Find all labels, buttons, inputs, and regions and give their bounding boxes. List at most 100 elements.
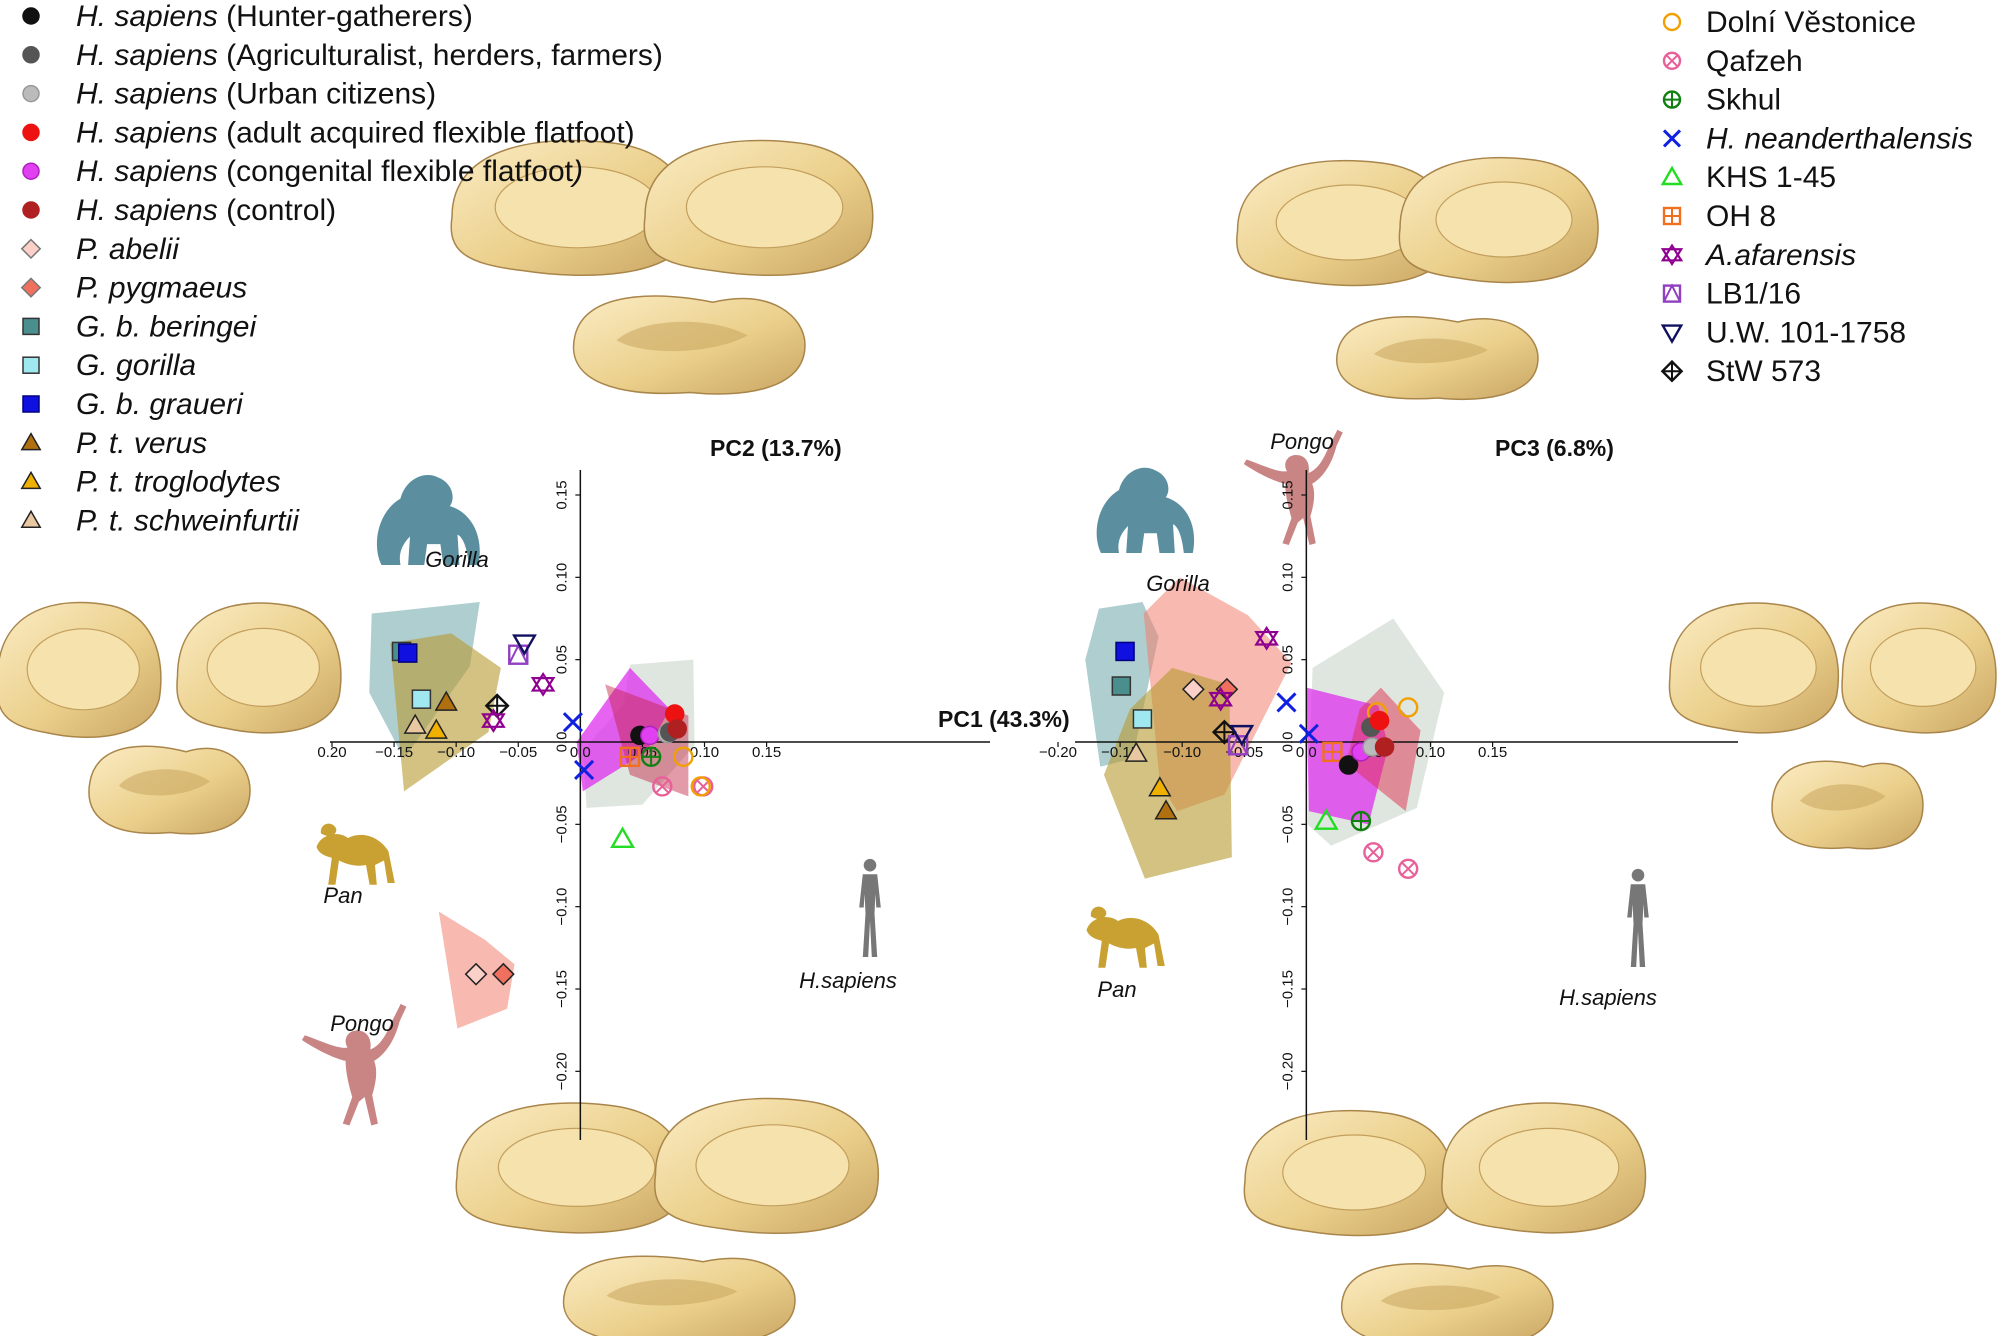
legend-entry: P. t. schweinfurtii <box>20 504 300 537</box>
legend-symbol <box>1660 165 1684 186</box>
data-point <box>610 826 635 849</box>
talus-bone-image <box>654 1097 880 1235</box>
data-point <box>464 962 488 986</box>
legend-label: KHS 1-45 <box>1706 161 1836 194</box>
legend-label: U.W. 101-1758 <box>1706 316 1906 349</box>
talus-bone-image <box>643 139 874 277</box>
legend-symbol <box>22 317 40 336</box>
data-point <box>411 689 432 709</box>
y-tick-label: 0.15 <box>1279 480 1296 509</box>
legend-entry: G. b. graueri <box>22 388 244 421</box>
y-axis-title: PC2 (13.7%) <box>710 435 842 461</box>
data-point <box>1111 676 1132 696</box>
talus-bone-image <box>1236 159 1452 287</box>
data-point <box>1322 741 1343 763</box>
data-point <box>1148 776 1172 797</box>
legend-symbol <box>22 356 40 374</box>
y-tick-label: −0.10 <box>1279 888 1296 926</box>
data-point <box>530 671 556 697</box>
group-label: H.sapiens <box>1559 985 1657 1010</box>
legend-label: H. neanderthalensis <box>1706 122 1973 155</box>
legend-label: H. sapiens (congenital flexible flatfoot… <box>76 155 583 188</box>
hull-polygon <box>390 633 501 792</box>
x-tick-label: −0.10 <box>1163 744 1201 761</box>
legend-entry: G. b. beringei <box>22 310 257 343</box>
talus-bone-image <box>450 139 691 277</box>
legend-symbol <box>22 395 40 413</box>
legend-symbol <box>20 432 42 451</box>
data-point <box>1313 808 1339 830</box>
data-point <box>640 746 662 768</box>
data-point <box>1208 686 1233 712</box>
data-point <box>652 776 673 797</box>
y-tick-label: −0.20 <box>1279 1052 1296 1090</box>
legend-symbol <box>1660 359 1684 383</box>
legend-entry: H. sapiens (control) <box>22 194 336 227</box>
data-point <box>1374 737 1395 757</box>
y-tick-label: −0.05 <box>553 805 570 843</box>
data-point <box>1338 755 1359 775</box>
legend-symbol <box>20 470 42 490</box>
legend-label: G. b. beringei <box>76 310 257 343</box>
x-tick-label: 0.0 <box>570 744 591 761</box>
legend-label: G. gorilla <box>76 349 196 382</box>
x-tick-label: 0.0 <box>1296 744 1317 761</box>
talus-bone-image <box>1841 602 1997 734</box>
group-label: Gorilla <box>425 547 489 572</box>
legend-label: G. b. graueri <box>76 388 244 421</box>
chimp-silhouette <box>316 823 395 885</box>
data-point <box>481 708 506 734</box>
data-point <box>1154 799 1178 820</box>
x-tick-label: −0.20 <box>1039 744 1077 761</box>
data-point <box>619 746 641 768</box>
talus-bone-image <box>1398 156 1599 284</box>
group-label: Pan <box>1097 977 1136 1002</box>
legend-label: Dolní Věstonice <box>1706 6 1916 39</box>
group-label: Gorilla <box>1146 571 1210 596</box>
x-tick-label: −0.05 <box>499 744 537 761</box>
x-tick-label: −0.15 <box>375 744 413 761</box>
legend-entry: H. sapiens (Urban citizens) <box>22 78 436 111</box>
talus-bone-image <box>88 745 251 835</box>
legend-entry: A.afarensis <box>1660 239 1856 272</box>
legend-entry: P. pygmaeus <box>20 272 247 305</box>
legend-entry: OH 8 <box>1662 200 1776 233</box>
legend-label: H. sapiens (control) <box>76 194 336 227</box>
data-point <box>1181 677 1205 701</box>
x-tick-label: −0.05 <box>1225 744 1263 761</box>
y-tick-label: 0.0 <box>553 732 570 753</box>
legend-label: P. pygmaeus <box>76 272 247 305</box>
y-tick-label: −0.15 <box>1279 970 1296 1008</box>
legend-label: H. sapiens (Hunter-gatherers) <box>76 0 473 33</box>
legend-symbol <box>20 238 42 260</box>
talus-bone-image <box>176 602 342 734</box>
legend-symbol <box>22 162 40 180</box>
legend-symbol <box>1662 206 1682 226</box>
legend-symbol <box>22 84 40 103</box>
y-tick-label: −0.20 <box>553 1052 570 1090</box>
x-axis-title: PC1 (43.3%) <box>938 706 1070 732</box>
talus-bone-image <box>1441 1102 1647 1234</box>
data-point <box>1254 625 1279 651</box>
legend-entry: G. gorilla <box>22 349 196 382</box>
data-point <box>508 643 529 665</box>
legend-entry: Skhul <box>1662 84 1781 117</box>
legend-entry: H. sapiens (adult acquired flexible flat… <box>22 116 635 149</box>
legend-entry: H. sapiens (Hunter-gatherers) <box>22 0 473 33</box>
x-tick-label: 0.10 <box>1416 744 1445 761</box>
data-point <box>397 643 418 663</box>
x-tick-label: 0.10 <box>690 744 719 761</box>
legend-entry: P. t. verus <box>20 427 207 460</box>
talus-bone-image <box>1335 316 1539 400</box>
talus-bone-image <box>572 295 806 395</box>
legend-label: H. sapiens (Agriculturalist, herders, fa… <box>76 39 663 72</box>
convex-hulls <box>369 602 695 1029</box>
legend-entry: LB1/16 <box>1662 278 1801 311</box>
legend-entry: P. abelii <box>20 233 180 266</box>
legend-entry: U.W. 101-1758 <box>1660 316 1906 349</box>
human-silhouette <box>859 858 881 957</box>
y-tick-label: −0.10 <box>553 888 570 926</box>
